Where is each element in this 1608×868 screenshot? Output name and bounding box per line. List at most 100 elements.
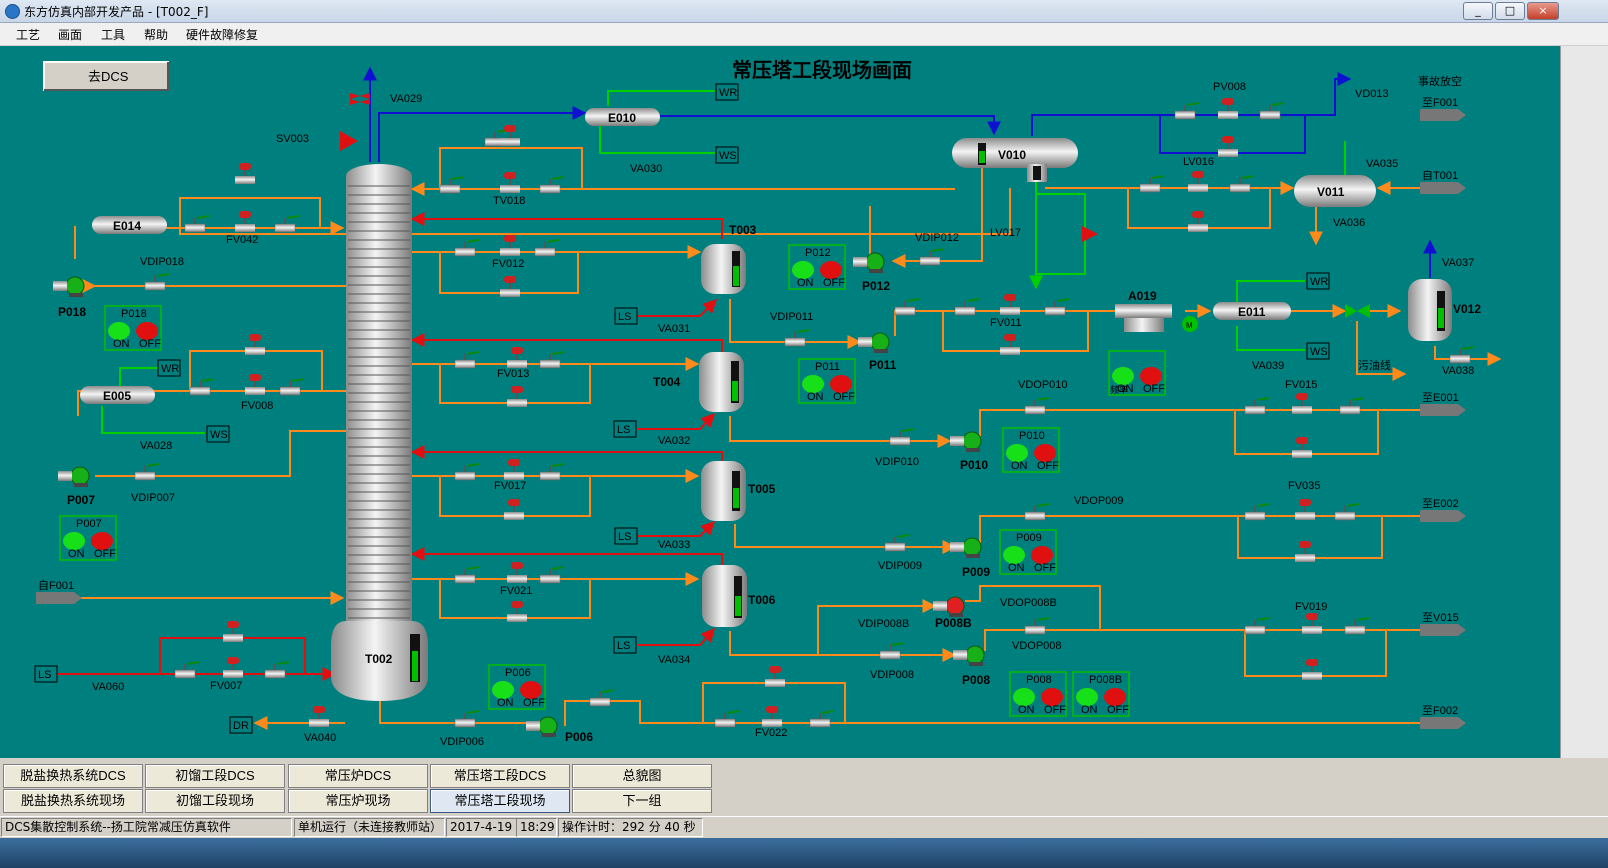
menu-help[interactable]: 帮助 bbox=[144, 28, 169, 42]
cv15-control-valve[interactable] bbox=[223, 657, 243, 678]
v40-valve[interactable] bbox=[1174, 102, 1200, 120]
switch-p007[interactable] bbox=[59, 515, 117, 561]
v32-valve[interactable] bbox=[884, 534, 910, 552]
v4-valve[interactable] bbox=[539, 176, 565, 194]
pump-p008b[interactable] bbox=[933, 596, 965, 617]
cv3-control-valve[interactable] bbox=[245, 374, 265, 395]
cv20-control-valve[interactable] bbox=[1000, 334, 1020, 355]
menu-tools[interactable]: 工具 bbox=[101, 28, 126, 42]
cv22-control-valve[interactable] bbox=[1292, 437, 1312, 458]
v31-valve[interactable] bbox=[1339, 397, 1365, 415]
stripper-t005[interactable]: T005 bbox=[701, 461, 776, 521]
v11-valve[interactable] bbox=[454, 463, 480, 481]
cv0-control-valve[interactable] bbox=[235, 163, 255, 184]
switch-a019[interactable] bbox=[1108, 350, 1166, 396]
v37-valve[interactable] bbox=[1024, 617, 1050, 635]
v15-valve[interactable] bbox=[174, 661, 200, 679]
switch-p008[interactable] bbox=[1009, 671, 1067, 717]
cv6-control-valve[interactable] bbox=[500, 235, 520, 256]
drum-v012[interactable]: V012 bbox=[1408, 279, 1481, 341]
sv003-safety-valve[interactable] bbox=[340, 131, 358, 151]
v36-valve[interactable] bbox=[879, 642, 905, 660]
cv1-control-valve[interactable] bbox=[235, 211, 255, 232]
switch-p012[interactable] bbox=[788, 244, 846, 290]
v3-valve[interactable] bbox=[439, 176, 465, 194]
nav-next-group[interactable]: 下一组 bbox=[572, 789, 712, 813]
v17-valve[interactable] bbox=[454, 710, 480, 728]
cv23-control-valve[interactable] bbox=[1295, 499, 1315, 520]
blower-a019[interactable]: M A019 频率 bbox=[1110, 289, 1198, 396]
v26-valve[interactable] bbox=[954, 298, 980, 316]
cv9-control-valve[interactable] bbox=[507, 386, 527, 407]
menu-hw-fault-repair[interactable]: 硬件故障修复 bbox=[186, 28, 259, 42]
goto-dcs-button[interactable]: 去DCS bbox=[43, 61, 169, 91]
switch-p006[interactable] bbox=[488, 664, 546, 710]
v13-valve[interactable] bbox=[454, 566, 480, 584]
nav-overview[interactable]: 总貌图 bbox=[572, 764, 712, 788]
v12-valve[interactable] bbox=[539, 463, 565, 481]
close-button[interactable]: × bbox=[1527, 2, 1559, 20]
exchanger-e014[interactable]: E014 bbox=[92, 216, 167, 234]
cv2-control-valve[interactable] bbox=[245, 334, 265, 355]
dirty-oil-valve[interactable] bbox=[1345, 304, 1370, 318]
v43-valve[interactable] bbox=[1229, 175, 1255, 193]
nav-atm-tower-dcs[interactable]: 常压塔工段DCS bbox=[430, 764, 570, 788]
cv11-control-valve[interactable] bbox=[504, 499, 524, 520]
cv26-control-valve[interactable] bbox=[1302, 659, 1322, 680]
cv19-control-valve[interactable] bbox=[1000, 294, 1020, 315]
stripper-t006[interactable]: T006 bbox=[702, 565, 776, 627]
cv7-control-valve[interactable] bbox=[500, 276, 520, 297]
pump-p006[interactable] bbox=[526, 716, 558, 737]
v42-valve[interactable] bbox=[1139, 175, 1165, 193]
cv12-control-valve[interactable] bbox=[507, 562, 527, 583]
v9-valve[interactable] bbox=[454, 351, 480, 369]
cv21-control-valve[interactable] bbox=[1292, 393, 1312, 414]
cv14-control-valve[interactable] bbox=[223, 621, 243, 642]
menu-process[interactable]: 工艺 bbox=[16, 28, 41, 42]
cv10-control-valve[interactable] bbox=[504, 459, 524, 480]
switch-p018[interactable] bbox=[104, 305, 162, 351]
v20-valve[interactable] bbox=[809, 710, 835, 728]
cv18-control-valve[interactable] bbox=[762, 706, 782, 727]
v33-valve[interactable] bbox=[1024, 503, 1050, 521]
cv16-control-valve[interactable] bbox=[309, 706, 329, 727]
v39-valve[interactable] bbox=[1344, 617, 1370, 635]
nav-desalt-dcs[interactable]: 脱盐换热系统DCS bbox=[3, 764, 143, 788]
v5-valve[interactable] bbox=[454, 239, 480, 257]
v38-valve[interactable] bbox=[1244, 617, 1270, 635]
cv8-control-valve[interactable] bbox=[507, 347, 527, 368]
menu-screen[interactable]: 画面 bbox=[58, 28, 83, 42]
v14-valve[interactable] bbox=[539, 566, 565, 584]
v35-valve[interactable] bbox=[1334, 503, 1360, 521]
v30-valve[interactable] bbox=[1244, 397, 1270, 415]
v10-valve[interactable] bbox=[539, 351, 565, 369]
v25-valve[interactable] bbox=[894, 298, 920, 316]
pump-p018[interactable] bbox=[53, 276, 85, 297]
nav-desalt-field[interactable]: 脱盐换热系统现场 bbox=[3, 789, 143, 813]
drum-v011[interactable]: V011 bbox=[1294, 175, 1376, 207]
nav-furnace-field[interactable]: 常压炉现场 bbox=[288, 789, 428, 813]
nav-prefrac-dcs[interactable]: 初馏工段DCS bbox=[145, 764, 285, 788]
minimize-button[interactable]: _ bbox=[1463, 2, 1493, 20]
cv4-control-valve[interactable] bbox=[500, 125, 520, 146]
cv30-control-valve[interactable] bbox=[1188, 211, 1208, 232]
pump-p011[interactable] bbox=[858, 332, 890, 353]
v24-valve[interactable] bbox=[784, 329, 810, 347]
lv017-bypass-valve[interactable] bbox=[1082, 226, 1098, 242]
exchanger-e011[interactable]: E011 bbox=[1213, 302, 1291, 320]
v23-valve[interactable] bbox=[919, 248, 945, 266]
switch-p010[interactable] bbox=[1002, 427, 1060, 473]
pump-p010[interactable] bbox=[950, 431, 982, 452]
exchanger-e005[interactable]: E005 bbox=[80, 386, 155, 404]
v29-valve[interactable] bbox=[1024, 397, 1050, 415]
exchanger-e010[interactable]: E010 bbox=[585, 108, 660, 126]
v21-valve[interactable] bbox=[144, 273, 170, 291]
pump-p012[interactable] bbox=[853, 252, 885, 273]
right-scrollbar[interactable] bbox=[1560, 46, 1608, 758]
cv17-control-valve[interactable] bbox=[765, 666, 785, 687]
pump-p009[interactable] bbox=[950, 537, 982, 558]
v19-valve[interactable] bbox=[714, 710, 740, 728]
v44-valve[interactable] bbox=[1449, 346, 1475, 364]
cv25-control-valve[interactable] bbox=[1302, 613, 1322, 634]
v7-valve[interactable] bbox=[189, 378, 215, 396]
